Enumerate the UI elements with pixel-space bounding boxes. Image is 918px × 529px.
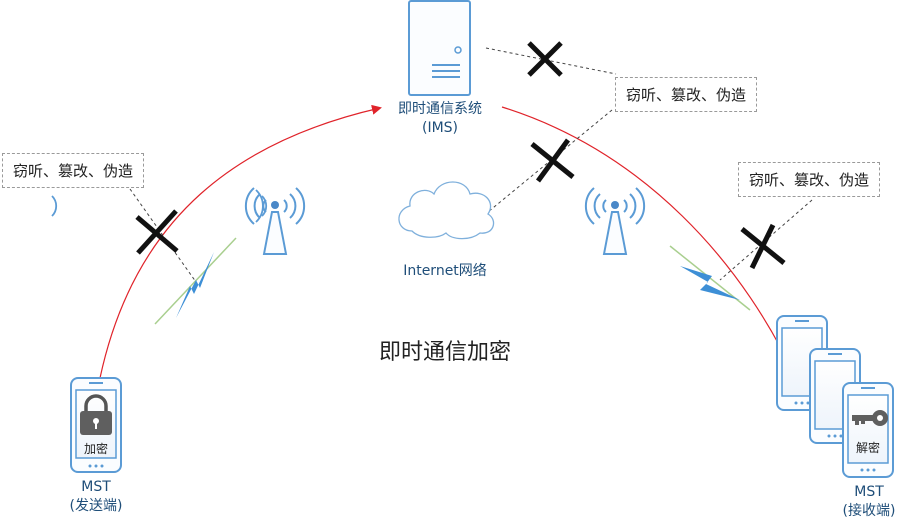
sender-button-label: 加密	[83, 442, 108, 456]
antenna-icon	[51, 187, 306, 255]
cloud-icon	[398, 181, 495, 240]
cross-mark	[527, 41, 563, 77]
connector-line	[129, 188, 197, 283]
cross-mark	[135, 209, 179, 255]
cross-mark	[740, 223, 786, 270]
connector-line	[485, 47, 617, 75]
cross-mark	[530, 138, 575, 183]
server-name: 即时通信系统	[398, 101, 482, 117]
receiver-button-label: 解密	[855, 441, 880, 455]
signal-bolt-icon	[154, 237, 237, 325]
sender-phone-icon	[70, 377, 122, 473]
threat-callout-right: 窃听、篡改、伪造	[738, 162, 881, 197]
threat-callout-top: 窃听、篡改、伪造	[615, 77, 758, 112]
lock-icon	[80, 394, 112, 435]
receiver-name: MST	[854, 484, 884, 500]
server-icon	[408, 0, 471, 96]
server-sub: (IMS)	[421, 120, 459, 136]
antenna-icon	[584, 187, 646, 255]
receiver-phone-icon	[842, 382, 894, 478]
receiver-label: MST (接收端)	[829, 483, 909, 521]
internet-label: Internet网络	[403, 263, 487, 279]
send-path-arrow	[99, 104, 382, 379]
threat-callout-left: 窃听、篡改、伪造	[2, 153, 145, 188]
key-icon	[852, 410, 888, 426]
deliver-path-arrow	[501, 106, 804, 394]
sender-label: MST (发送端)	[56, 478, 136, 516]
diagram-title: 即时通信加密	[378, 340, 511, 365]
sender-role: (发送端)	[69, 498, 123, 514]
server-label: 即时通信系统 (IMS)	[374, 100, 506, 138]
sender-name: MST	[81, 479, 111, 495]
signal-bolt-icon	[669, 245, 751, 311]
receiver-role: (接收端)	[842, 503, 896, 519]
